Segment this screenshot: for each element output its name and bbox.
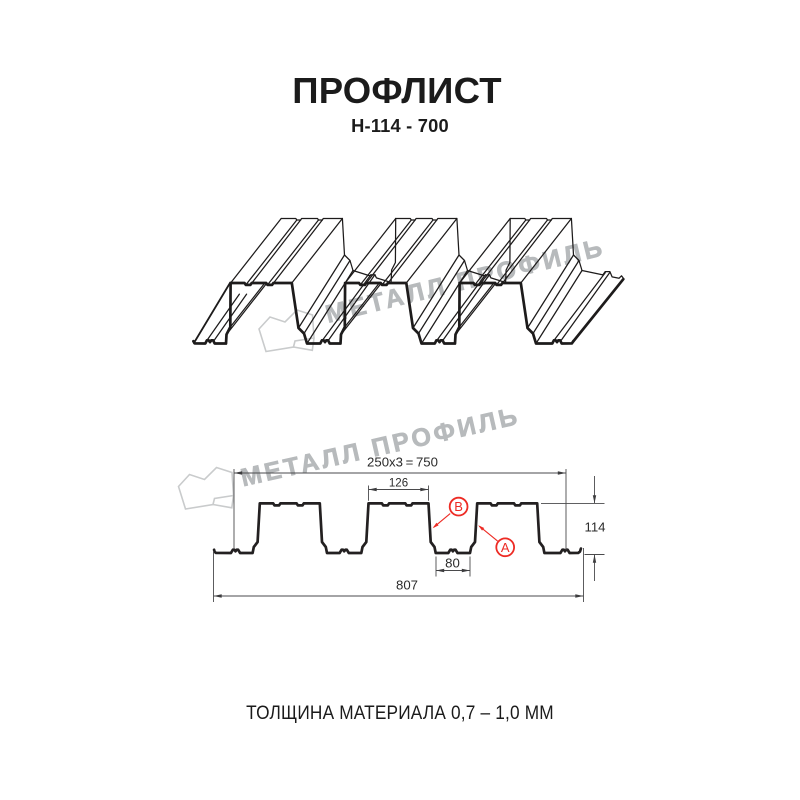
svg-text:МЕТАЛЛ ПРОФИЛЬ: МЕТАЛЛ ПРОФИЛЬ bbox=[238, 402, 522, 493]
svg-text:В: В bbox=[454, 499, 463, 514]
svg-text:А: А bbox=[501, 540, 510, 555]
svg-text:807: 807 bbox=[396, 578, 418, 593]
svg-text:80: 80 bbox=[445, 555, 460, 570]
svg-text:250x3 = 750: 250x3 = 750 bbox=[367, 455, 438, 470]
svg-text:114: 114 bbox=[584, 520, 605, 535]
svg-text:126: 126 bbox=[389, 477, 408, 489]
